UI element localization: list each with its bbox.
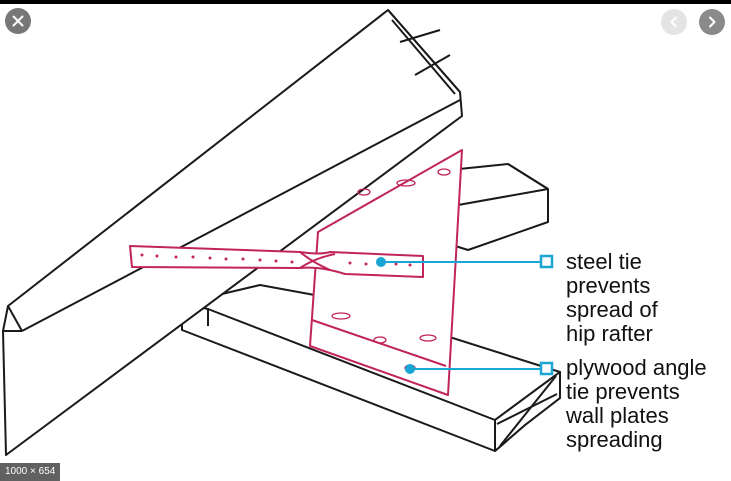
chevron-right-icon (709, 16, 716, 28)
close-button[interactable] (5, 8, 31, 34)
image-dimensions-badge: 1000 × 654 (0, 463, 61, 481)
close-icon (12, 15, 24, 27)
chevron-left-icon (670, 16, 677, 28)
steel-tie-callout-label: steel tie prevents spread of hip rafter (566, 249, 658, 346)
previous-image-button[interactable] (661, 9, 687, 35)
next-image-button[interactable] (699, 9, 725, 35)
viewer-top-edge (0, 0, 731, 4)
plywood-tie-callout-label: plywood angle tie prevents wall plates s… (566, 355, 707, 452)
